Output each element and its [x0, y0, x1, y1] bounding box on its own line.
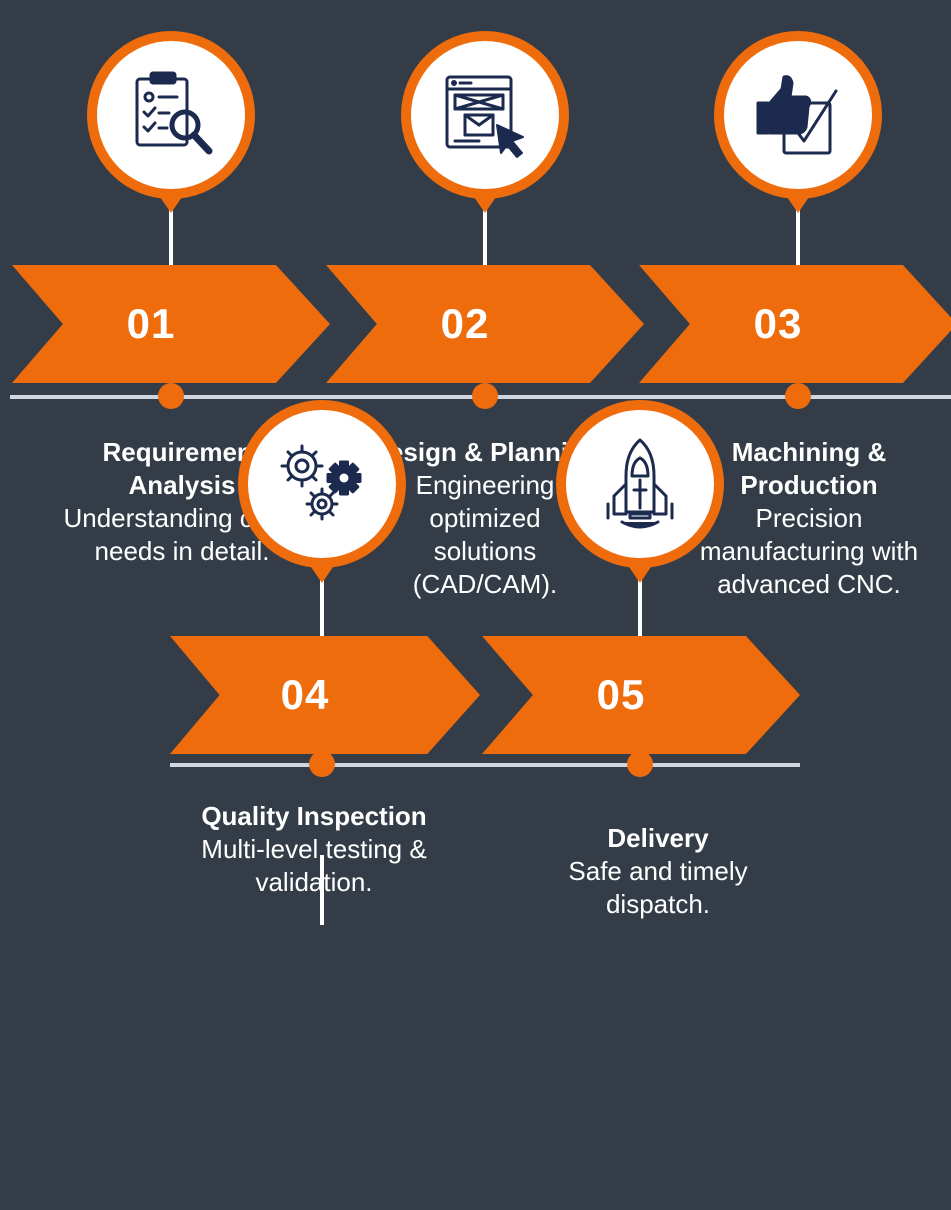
step-title: Requirement Analysis: [102, 437, 262, 500]
pin-stem: [169, 210, 173, 270]
step-title: Delivery: [607, 823, 709, 853]
timeline-dot: [627, 751, 653, 777]
step-text: Safe and timely dispatch.: [568, 856, 748, 919]
step-pin-05: [556, 400, 724, 568]
pin-inner: [566, 410, 714, 558]
step-arrow-03: 03: [639, 265, 951, 383]
step-arrow-04: 04: [170, 636, 480, 754]
design-window-cursor-icon: [445, 75, 524, 158]
pin-stem: [638, 580, 642, 640]
pin-tip: [474, 197, 496, 213]
step-arrow-05: 05: [482, 636, 800, 754]
step-description-03: Machining & Production Precision manufac…: [689, 436, 929, 601]
timeline-dot: [785, 383, 811, 409]
pin-inner: [248, 410, 396, 558]
step-number: 02: [440, 300, 490, 347]
pin-tip: [311, 567, 333, 583]
pin-tip: [787, 197, 809, 213]
step-title: Quality Inspection: [201, 801, 427, 831]
step-pin-03: [714, 31, 882, 199]
step-description-04: Quality Inspection Multi-level testing &…: [169, 800, 459, 899]
timeline-dot: [158, 383, 184, 409]
pin-inner: [97, 41, 245, 189]
step-arrow-02: 02: [326, 265, 644, 383]
step-description-02: Design & Planning Engineering optimized …: [340, 436, 630, 601]
step-arrow-01: 01: [12, 265, 330, 383]
step-number: 04: [280, 671, 330, 718]
pin-inner: [411, 41, 559, 189]
step-number: 05: [596, 671, 646, 718]
step-description-05: Delivery Safe and timely dispatch.: [528, 822, 788, 921]
step-pin-04: [238, 400, 406, 568]
checklist-search-icon: [135, 71, 213, 155]
rocket-icon: [606, 438, 674, 529]
step-text: Precision manufacturing with advanced CN…: [699, 503, 919, 599]
pin-tip: [160, 197, 182, 213]
step-number: 03: [753, 300, 803, 347]
step-title: Machining & Production: [731, 437, 887, 500]
pin-inner: [724, 41, 872, 189]
pin-stem: [483, 210, 487, 270]
step-text: Multi-level testing & validation.: [201, 834, 427, 897]
timeline-line-2: [170, 763, 800, 767]
gears-icon: [280, 444, 362, 521]
pin-tip: [629, 567, 651, 583]
thumbs-up-check-icon: [756, 75, 838, 155]
step-pin-01: [87, 31, 255, 199]
timeline-dot: [309, 751, 335, 777]
pin-stem: [320, 855, 324, 925]
timeline-dot: [472, 383, 498, 409]
step-pin-02: [401, 31, 569, 199]
step-number: 01: [126, 300, 176, 347]
pin-stem: [796, 210, 800, 270]
pin-stem: [320, 580, 324, 640]
step-text: Engineering optimized solutions (CAD/CAM…: [412, 470, 558, 599]
